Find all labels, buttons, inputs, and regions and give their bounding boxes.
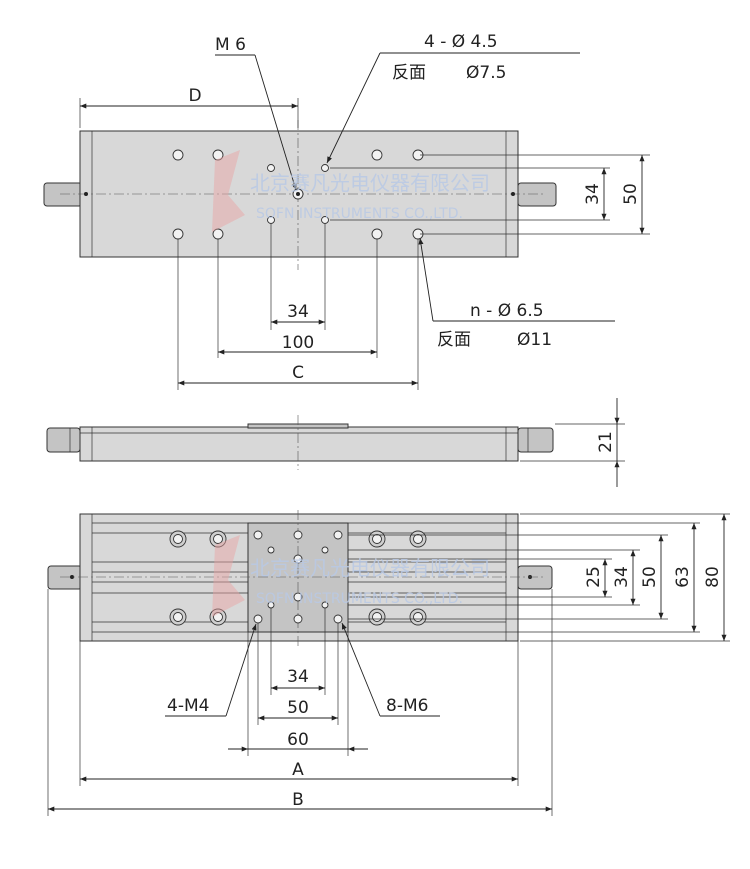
mount-hole [212, 149, 224, 161]
watermark-cn: 北京赛凡光电仪器有限公司 [250, 171, 490, 195]
dim-50-horizontal: 50 [287, 698, 309, 718]
mount-hole [172, 228, 184, 240]
side-body [79, 426, 519, 462]
right-shaft [517, 182, 557, 207]
n-holes-back-size: Ø11 [517, 330, 552, 350]
dim-34-vertical-bottom: 34 [612, 566, 632, 588]
n-holes-label: n - Ø 6.5 [470, 301, 544, 321]
four-holes-back-label: 反面 [392, 63, 426, 83]
dim-34-vertical: 34 [583, 183, 603, 205]
dim-80: 80 [703, 566, 723, 588]
left-shaft [43, 182, 83, 207]
watermark-en: SOFN INSTRUMENTS CO.,LTD. [256, 206, 463, 222]
n-holes-back-label: 反面 [437, 330, 471, 350]
mount-hole [371, 228, 383, 240]
logo-mark-icon [212, 150, 245, 232]
dim-c-label: C [292, 363, 304, 383]
watermark-cn: 北京赛凡光电仪器有限公司 [250, 556, 490, 580]
watermark-bottom: 北京赛凡光电仪器有限公司 SOFN INSTRUMENTS CO.,LTD. [212, 535, 490, 617]
dim-50-vertical: 50 [621, 183, 641, 205]
m6-label: M 6 [215, 35, 246, 55]
side-view: 21 [46, 398, 625, 487]
dim-d-label: D [188, 86, 201, 106]
watermark-en: SOFN INSTRUMENTS CO.,LTD. [256, 591, 463, 607]
dim-b-label: B [292, 790, 304, 810]
dim-21: 21 [596, 431, 616, 453]
label-4m4: 4-M4 [167, 696, 209, 716]
bottom-view: 25 34 50 63 80 34 50 60 A B 4-M4 [47, 510, 730, 816]
four-holes-back-size: Ø7.5 [466, 63, 506, 83]
dim-34-horizontal-bottom: 34 [287, 667, 309, 687]
mount-hole [371, 149, 383, 161]
dim-63: 63 [673, 566, 693, 588]
dim-a-label: A [292, 760, 304, 780]
watermark-top: 北京赛凡光电仪器有限公司 SOFN INSTRUMENTS CO.,LTD. [212, 150, 490, 232]
label-8m6: 8-M6 [386, 696, 428, 716]
dim-34-horizontal: 34 [287, 302, 309, 322]
dim-50-vertical-bottom: 50 [640, 566, 660, 588]
dim-60: 60 [287, 730, 309, 750]
dim-25: 25 [584, 566, 604, 588]
mount-hole [172, 149, 184, 161]
dim-100: 100 [282, 333, 314, 353]
logo-mark-icon [212, 535, 245, 617]
four-holes-label: 4 - Ø 4.5 [424, 32, 498, 52]
top-view: D M 6 4 - Ø 4.5 反面 Ø7.5 34 50 34 100 C [43, 32, 650, 390]
